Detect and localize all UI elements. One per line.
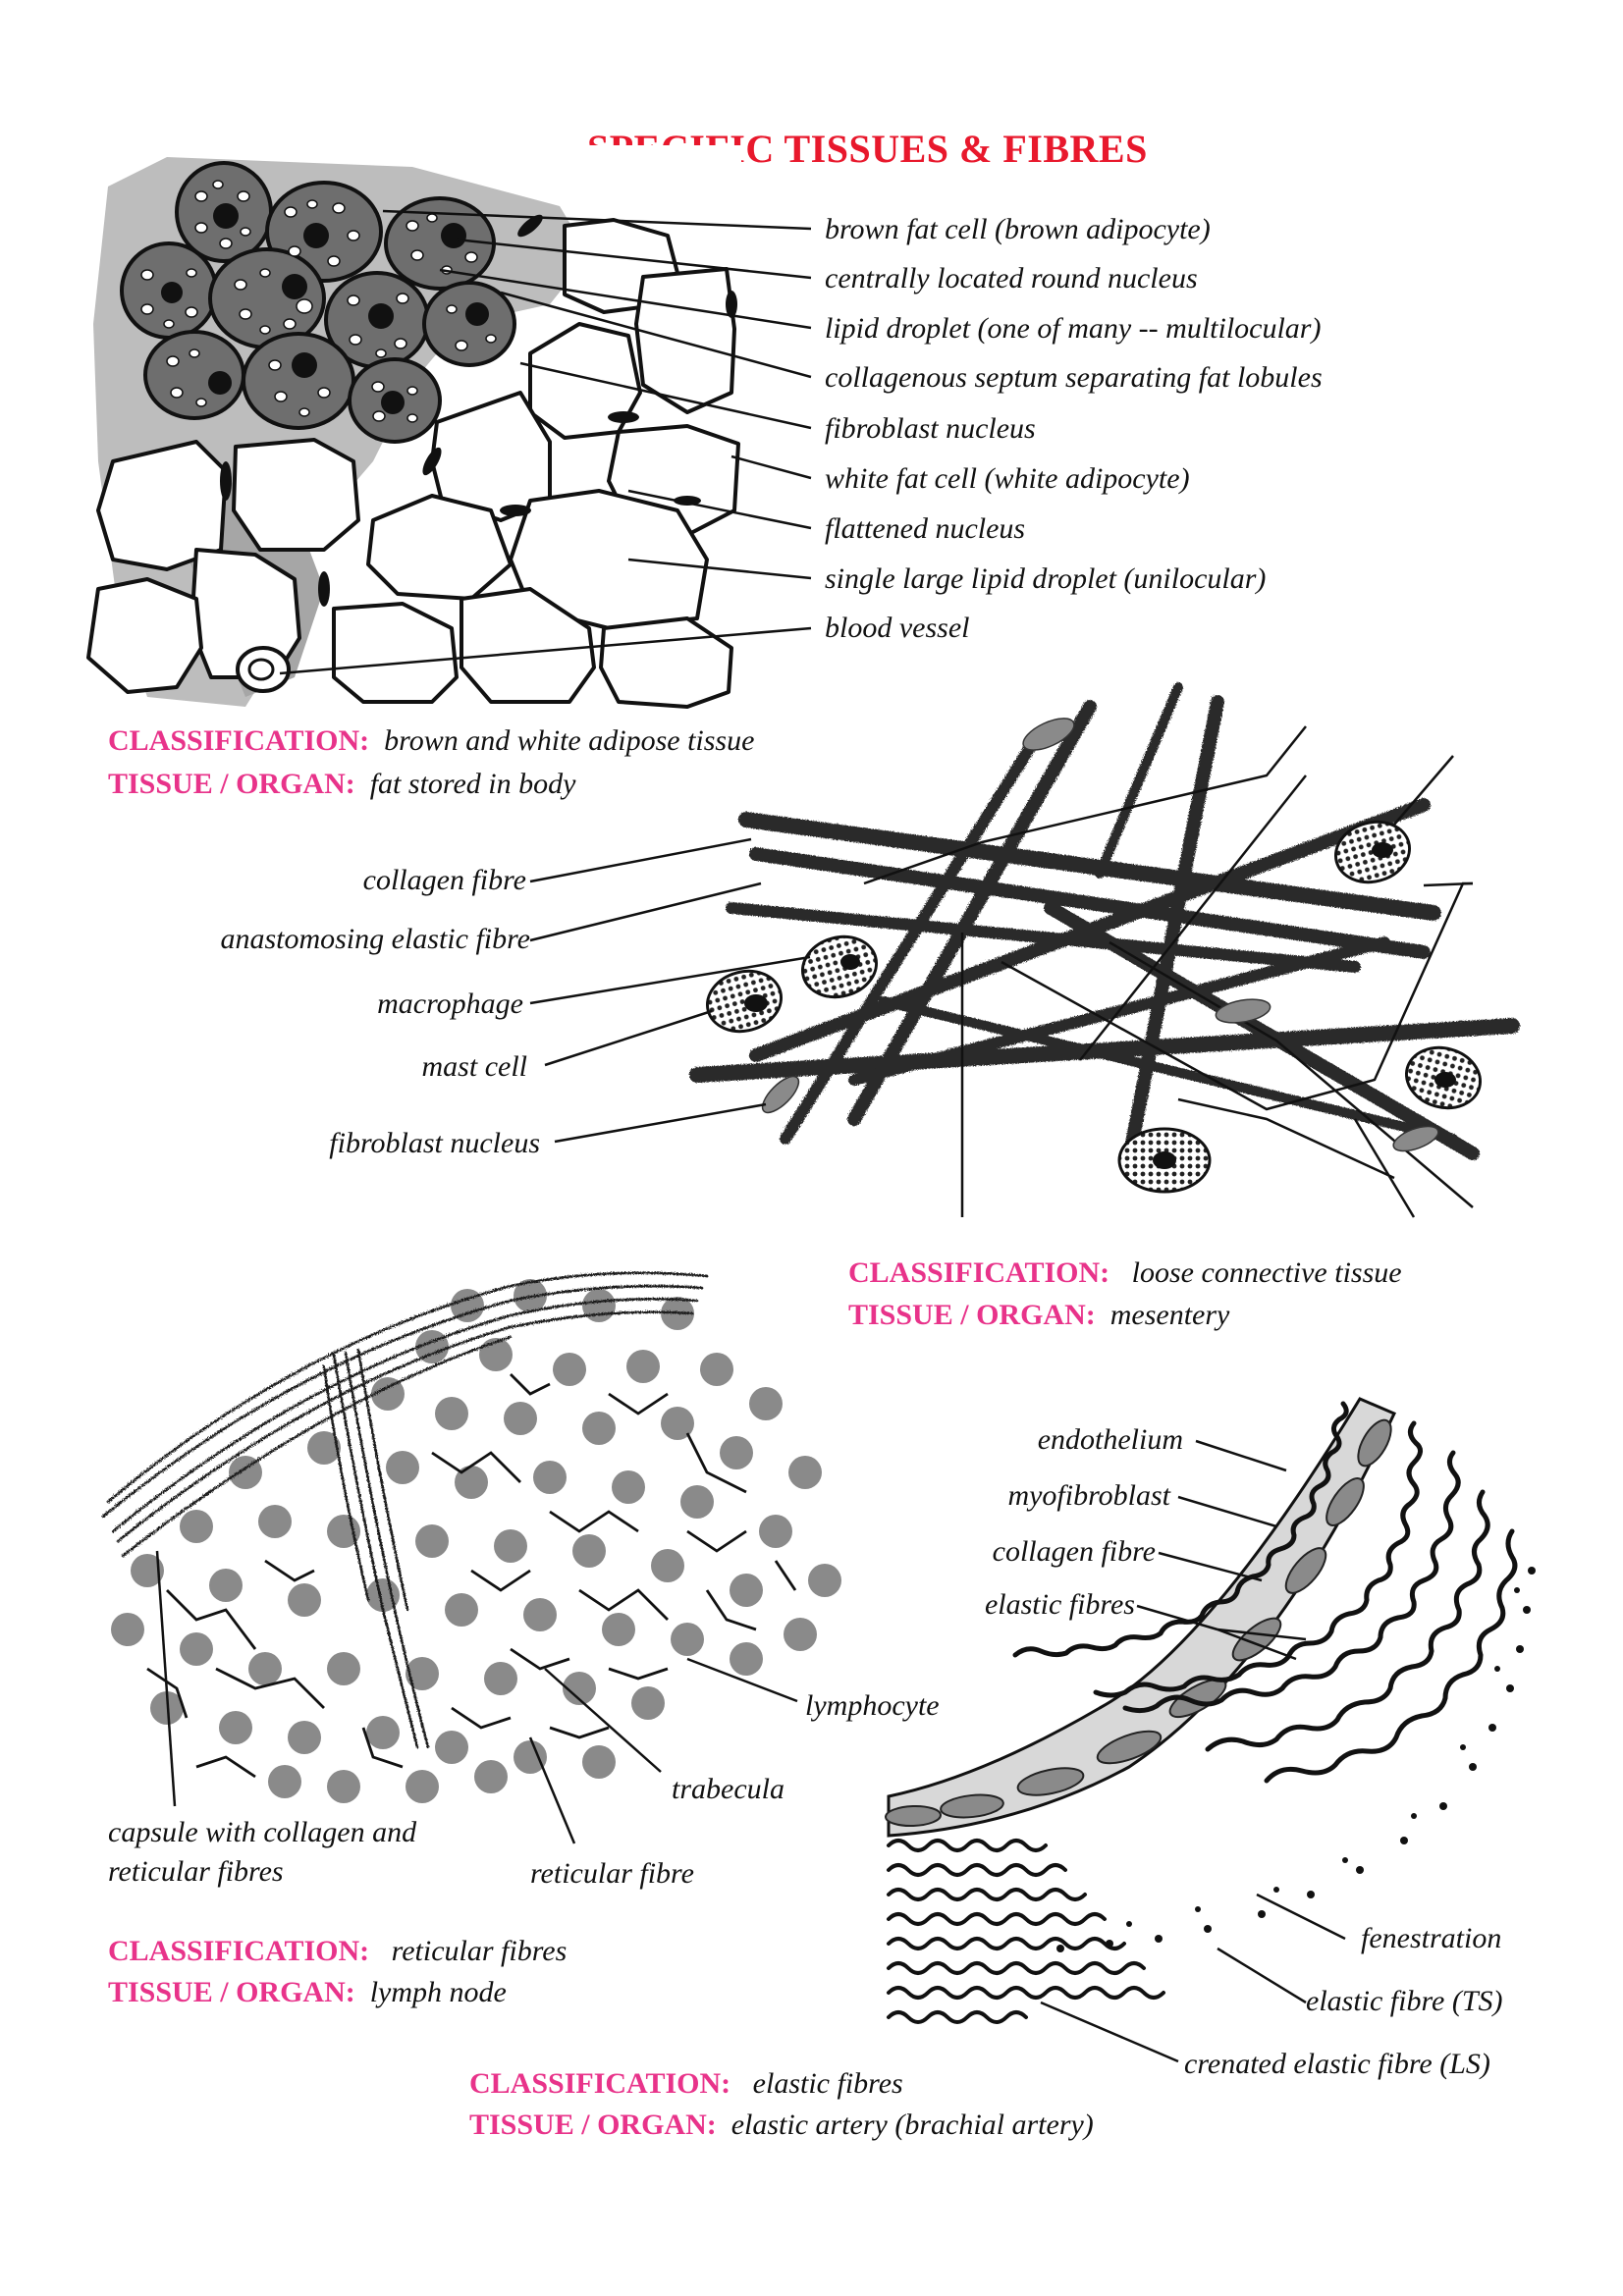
label-crenated-elastic-fibre: crenated elastic fibre (LS) <box>1184 2048 1490 2080</box>
label-fibroblast-nucleus: fibroblast nucleus <box>825 412 1036 445</box>
label-elastic-fibre-ts: elastic fibre (TS) <box>1306 1985 1503 2017</box>
label-trabecula: trabecula <box>672 1773 784 1805</box>
blood-vessel-icon <box>236 646 291 693</box>
label-single-lipid-droplet: single large lipid droplet (unilocular) <box>825 562 1267 595</box>
loose-organ: TISSUE / ORGAN: mesentery <box>848 1299 1230 1331</box>
elastic-artery-drawing <box>885 1397 1536 2063</box>
label-collagen-fibre: collagen fibre <box>362 864 526 896</box>
adipose-drawing <box>79 145 812 715</box>
label-lipid-droplet: lipid droplet (one of many -- multilocul… <box>825 312 1322 345</box>
label-endothelium: endothelium <box>1037 1423 1183 1456</box>
label-lymphocyte: lymphocyte <box>805 1689 940 1722</box>
elastic-organ: TISSUE / ORGAN: elastic artery (brachial… <box>469 2109 1094 2141</box>
label-reticular-fibre: reticular fibre <box>530 1857 694 1890</box>
reticular-organ: TISSUE / ORGAN: lymph node <box>108 1976 507 2008</box>
label-flattened-nucleus: flattened nucleus <box>825 512 1026 545</box>
label-round-nucleus: centrally located round nucleus <box>825 262 1198 294</box>
label-fenestration: fenestration <box>1361 1922 1502 1954</box>
reticular-classification: CLASSIFICATION: reticular fibres <box>108 1935 568 1967</box>
adipose-organ: TISSUE / ORGAN: fat stored in body <box>108 768 576 800</box>
label-capsule-line1: capsule with collagen and <box>108 1816 417 1848</box>
label-white-fat-cell: white fat cell (white adipocyte) <box>825 462 1190 495</box>
loose-classification: CLASSIFICATION: loose connective tissue <box>848 1256 1402 1289</box>
label-macrophage: macrophage <box>377 988 523 1020</box>
reticular-drawing <box>101 1271 841 1844</box>
label-collagenous-septum: collagenous septum separating fat lobule… <box>825 361 1323 394</box>
label-elastic-fibres: elastic fibres <box>984 1588 1135 1621</box>
label-mast-cell: mast cell <box>421 1050 527 1083</box>
loose-ct-drawing <box>529 682 1520 1218</box>
elastic-classification: CLASSIFICATION: elastic fibres <box>469 2067 903 2100</box>
label-myofibroblast: myofibroblast <box>1007 1479 1170 1512</box>
label-brown-fat-cell: brown fat cell (brown adipocyte) <box>825 213 1211 245</box>
label-fibroblast-nucleus-loose: fibroblast nucleus <box>329 1127 540 1159</box>
label-blood-vessel: blood vessel <box>825 612 970 644</box>
label-anastomosing-elastic-fibre: anastomosing elastic fibre <box>220 923 530 955</box>
label-capsule-line2: reticular fibres <box>108 1855 284 1888</box>
label-collagen-fibre-elastic: collagen fibre <box>992 1535 1156 1568</box>
adipose-classification: CLASSIFICATION: brown and white adipose … <box>108 724 755 757</box>
